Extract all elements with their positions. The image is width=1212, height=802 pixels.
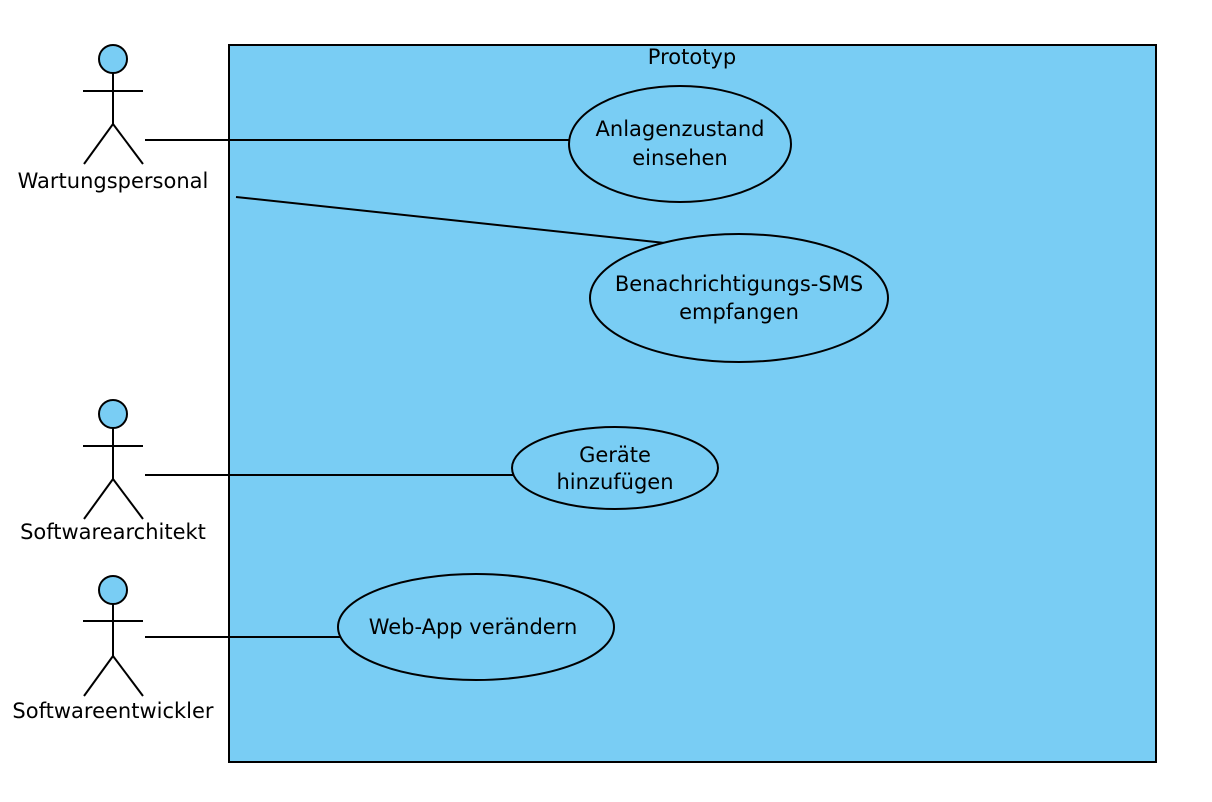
use-case-label-line-2: empfangen: [679, 300, 799, 324]
use-case-anlagenzustand: Anlagenzustand einsehen: [568, 85, 792, 203]
use-case-ellipse: [589, 233, 889, 363]
use-case-label-line-2: einsehen: [632, 146, 727, 170]
actor-label: Softwarearchitekt: [20, 520, 206, 544]
actor-leg-right: [112, 123, 144, 165]
use-case-label-line-1: Geräte: [579, 443, 651, 467]
use-case-geraete: Geräte hinzufügen: [511, 426, 719, 510]
actor-head: [98, 399, 128, 429]
actor-head: [98, 575, 128, 605]
actor-leg-left: [83, 478, 114, 520]
use-case-benachrichtigung: Benachrichtigungs-SMS empfangen: [589, 233, 889, 363]
actor-leg-left: [83, 123, 114, 165]
actor-head: [98, 44, 128, 74]
use-case-ellipse: [337, 573, 615, 681]
actor-label: Softwareentwickler: [12, 699, 214, 723]
use-case-webapp: Web-App verändern: [337, 573, 615, 681]
use-case-ellipse: [568, 85, 792, 203]
actor-leg-left: [83, 655, 114, 697]
system-label: Prototyp: [648, 45, 736, 69]
actor-wartungspersonal: Wartungspersonal: [18, 44, 209, 193]
actor-leg-right: [112, 478, 144, 520]
use-case-label-line-1: Anlagenzustand: [596, 117, 765, 141]
association-wartungspersonal-benachrichtigung: [235, 196, 666, 244]
actor-softwareentwickler: Softwareentwickler: [12, 575, 214, 723]
use-case-label-line-2: hinzufügen: [556, 470, 673, 494]
actor-label: Wartungspersonal: [18, 169, 209, 193]
use-case-label-line-1: Benachrichtigungs-SMS: [615, 272, 863, 296]
actor-leg-right: [112, 655, 144, 697]
actor-softwarearchitekt: Softwarearchitekt: [20, 399, 206, 544]
use-case-label-line-1: Web-App verändern: [369, 615, 578, 639]
use-case-ellipse: [511, 426, 719, 510]
